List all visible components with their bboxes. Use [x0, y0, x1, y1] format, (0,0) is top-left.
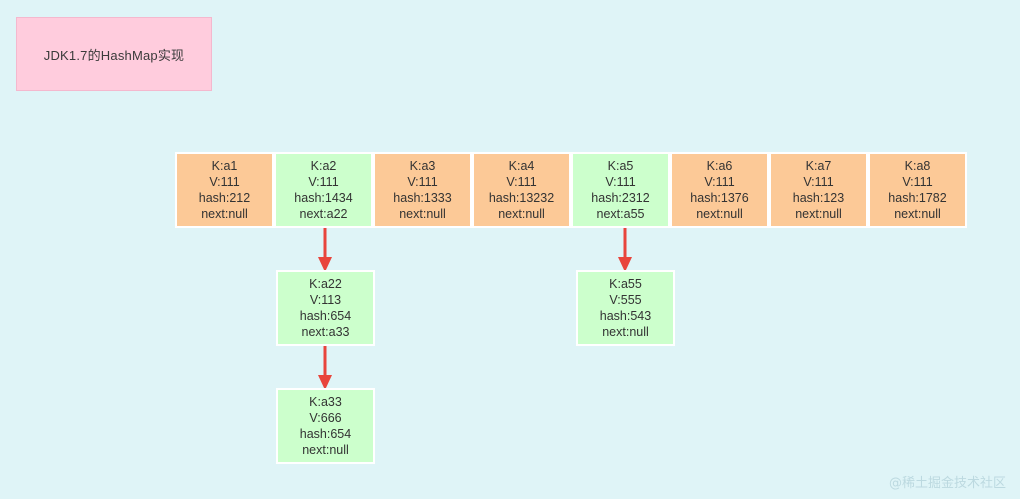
- bucket-value: V:111: [803, 175, 834, 189]
- bucket-hash: hash:212: [198, 191, 251, 205]
- bucket-hash: hash:123: [792, 191, 845, 205]
- bucket-cell-0[interactable]: K:a1 V:111 hash:212 next:null: [175, 152, 274, 228]
- bucket-cell-7[interactable]: K:a8 V:111 hash:1782 next:null: [868, 152, 967, 228]
- bucket-value: V:111: [308, 175, 339, 189]
- bucket-next: next:a22: [299, 207, 348, 221]
- bucket-key: K:a3: [409, 159, 436, 173]
- arrow-bucket4-to-a55: [618, 228, 632, 272]
- bucket-next: next:null: [795, 207, 842, 221]
- node-key: K:a33: [309, 395, 342, 409]
- title-callout: JDK1.7的HashMap实现: [16, 17, 212, 91]
- bucket-hash: hash:1434: [294, 191, 353, 205]
- arrow-bucket1-to-a22: [318, 228, 332, 272]
- bucket-next: next:null: [894, 207, 941, 221]
- bucket-value: V:111: [902, 175, 933, 189]
- bucket-hash: hash:1782: [888, 191, 947, 205]
- bucket-hash: hash:2312: [591, 191, 650, 205]
- bucket-value: V:111: [407, 175, 438, 189]
- watermark: @稀土掘金技术社区: [888, 476, 1006, 491]
- chain-node-a22[interactable]: K:a22 V:113 hash:654 next:a33: [276, 270, 375, 346]
- bucket-key: K:a2: [310, 159, 337, 173]
- bucket-key: K:a1: [211, 159, 238, 173]
- bucket-hash: hash:13232: [488, 191, 555, 205]
- node-key: K:a55: [609, 277, 642, 291]
- chain-node-a55[interactable]: K:a55 V:555 hash:543 next:null: [576, 270, 675, 346]
- node-hash: hash:543: [599, 309, 652, 323]
- node-value: V:113: [309, 293, 342, 307]
- chain-node-a33[interactable]: K:a33 V:666 hash:654 next:null: [276, 388, 375, 464]
- hashmap-bucket-array: K:a1 V:111 hash:212 next:null K:a2 V:111…: [175, 152, 967, 228]
- node-key: K:a22: [309, 277, 342, 291]
- title-callout-label: JDK1.7的HashMap实现: [43, 47, 185, 63]
- node-next: next:a33: [301, 325, 350, 339]
- bucket-next: next:a55: [596, 207, 645, 221]
- bucket-hash: hash:1333: [393, 191, 452, 205]
- bucket-value: V:111: [704, 175, 735, 189]
- bucket-cell-6[interactable]: K:a7 V:111 hash:123 next:null: [769, 152, 868, 228]
- node-next: next:null: [602, 325, 649, 339]
- bucket-next: next:null: [498, 207, 545, 221]
- bucket-cell-5[interactable]: K:a6 V:111 hash:1376 next:null: [670, 152, 769, 228]
- bucket-value: V:111: [506, 175, 537, 189]
- node-value: V:555: [609, 293, 642, 307]
- bucket-hash: hash:1376: [690, 191, 749, 205]
- node-next: next:null: [302, 443, 349, 457]
- bucket-value: V:111: [209, 175, 240, 189]
- node-hash: hash:654: [299, 427, 352, 441]
- bucket-value: V:111: [605, 175, 636, 189]
- arrow-a22-to-a33: [318, 346, 332, 390]
- bucket-cell-4[interactable]: K:a5 V:111 hash:2312 next:a55: [571, 152, 670, 228]
- bucket-key: K:a4: [508, 159, 535, 173]
- bucket-cell-2[interactable]: K:a3 V:111 hash:1333 next:null: [373, 152, 472, 228]
- node-value: V:666: [309, 411, 342, 425]
- node-hash: hash:654: [299, 309, 352, 323]
- bucket-key: K:a6: [706, 159, 733, 173]
- bucket-key: K:a7: [805, 159, 832, 173]
- bucket-next: next:null: [201, 207, 248, 221]
- bucket-next: next:null: [696, 207, 743, 221]
- bucket-cell-1[interactable]: K:a2 V:111 hash:1434 next:a22: [274, 152, 373, 228]
- bucket-key: K:a8: [904, 159, 931, 173]
- bucket-next: next:null: [399, 207, 446, 221]
- bucket-cell-3[interactable]: K:a4 V:111 hash:13232 next:null: [472, 152, 571, 228]
- bucket-key: K:a5: [607, 159, 634, 173]
